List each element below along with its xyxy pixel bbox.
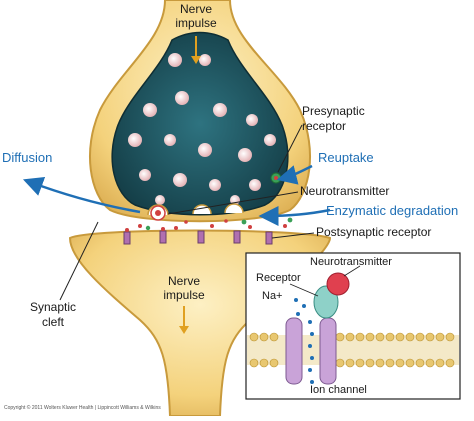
inset-label-na-plus: Na+ [262, 290, 283, 302]
postsynaptic-receptor-leader [271, 232, 315, 239]
enzyme-markers [145, 217, 293, 231]
neurotransmitter-molecules [125, 219, 287, 232]
ion-channel-inset [245, 252, 461, 400]
label-reuptake: Reuptake [318, 150, 374, 165]
sodium-ions [294, 298, 314, 384]
enzymatic-degradation-arrow [258, 205, 331, 226]
label-synaptic-cleft: Synaptic cleft [29, 300, 77, 329]
inset-receptor [313, 285, 339, 319]
label-neurotransmitter: Neurotransmitter [300, 184, 390, 198]
synaptic-cleft-leader [59, 221, 99, 301]
synaptic-vesicles [128, 53, 276, 205]
ion-channel-protein [285, 317, 337, 385]
label-nerve-impulse-bottom: Nerve impulse [163, 274, 205, 302]
inset-label-ion-channel: Ion channel [310, 384, 367, 396]
inset-neurotransmitter [326, 272, 350, 296]
label-enzymatic-degradation: Enzymatic degradation [326, 203, 459, 218]
axon-terminal-interior [111, 31, 289, 216]
diffusion-arrow [22, 176, 141, 214]
label-diffusion: Diffusion [2, 150, 53, 165]
exocytosis-sites [147, 203, 244, 221]
label-presynaptic-receptor: Presynaptic receptor [302, 104, 365, 133]
inset-label-receptor: Receptor [256, 272, 301, 284]
presynaptic-receptor-leader [277, 124, 303, 173]
label-postsynaptic-receptor: Postsynaptic receptor [316, 225, 432, 239]
presynaptic-receptor [270, 172, 282, 184]
inset-label-neurotransmitter: Neurotransmitter [310, 256, 392, 268]
reuptake-arrow [276, 164, 313, 185]
label-nerve-impulse-top: Nerve impulse [175, 2, 217, 30]
inset-membrane [247, 332, 459, 368]
neurotransmitter-leader [167, 191, 299, 215]
copyright-notice: Copyright © 2011 Wolters Kluwer Health |… [4, 405, 161, 411]
